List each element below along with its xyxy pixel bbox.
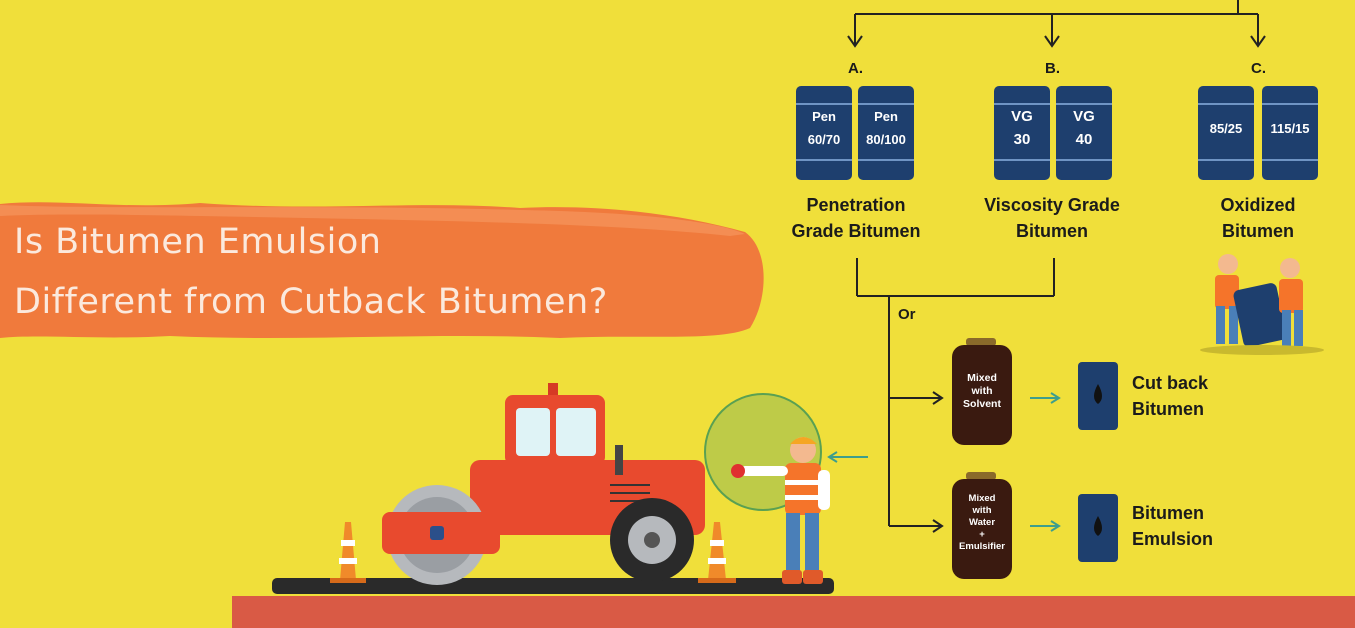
jar-emulsifier-line1: Mixed (968, 493, 996, 504)
road-band (232, 596, 1355, 628)
jar-solvent-line3: Solvent (963, 398, 1001, 410)
result-cutback: Cut back Bitumen (1132, 370, 1208, 422)
cone-right (698, 522, 736, 583)
result-arrows (827, 392, 1061, 532)
result-emulsion-line1: Bitumen (1132, 503, 1204, 523)
cone-left (330, 522, 366, 583)
drum-b2-line1: VG (1073, 108, 1095, 125)
asphalt-strip (272, 578, 834, 594)
headline-line-1: Is Bitumen Emulsion (14, 222, 382, 262)
drum-b2-line2: 40 (1075, 131, 1093, 148)
ab-connector (856, 258, 1055, 527)
drum-a2-line1: Pen (874, 109, 898, 124)
result-drum-emulsion (1078, 494, 1118, 562)
drums-c (1198, 86, 1318, 180)
caption-c-line2: Bitumen (1222, 221, 1294, 241)
jar-emulsifier-line4: + (979, 529, 985, 540)
category-a-letter: A. (848, 60, 863, 77)
result-emulsion: Bitumen Emulsion (1132, 500, 1213, 552)
drum-a2-line2: 80/100 (866, 132, 906, 147)
jar-solvent-line1: Mixed (967, 372, 997, 384)
worker-figure (731, 437, 830, 584)
drums-b (994, 86, 1112, 180)
caption-a-line2: Grade Bitumen (791, 221, 921, 241)
top-arrowheads (847, 35, 1266, 48)
drum-c2-label: 115/15 (1270, 121, 1310, 136)
caption-c: Oxidized Bitumen (1196, 192, 1320, 244)
drum-bands (796, 103, 1318, 161)
drum-a1-line1: Pen (812, 109, 836, 124)
caption-b-line2: Bitumen (1016, 221, 1088, 241)
top-connectors (854, 0, 1259, 44)
headline-banner (0, 202, 764, 338)
result-drum-cutback (1078, 362, 1118, 430)
workers-rolling-drum (1200, 254, 1324, 355)
caption-b: Viscosity Grade Bitumen (968, 192, 1136, 244)
caption-a: Penetration Grade Bitumen (776, 192, 936, 244)
caption-b-line1: Viscosity Grade (984, 195, 1120, 215)
branch-arrowheads (932, 391, 944, 533)
result-cutback-line2: Bitumen (1132, 399, 1204, 419)
drum-a1-line2: 60/70 (807, 132, 841, 147)
jar-emulsifier-text: Mixed with Water + Emulsifier (952, 493, 1012, 553)
jar-solvent-text: Mixed with Solvent (952, 372, 1012, 411)
road-roller (382, 383, 705, 585)
caption-a-line1: Penetration (806, 195, 906, 215)
jar-emulsifier-line3: Water (968, 517, 996, 528)
branch-or-label: Or (898, 306, 916, 323)
drum-b1-line1: VG (1011, 108, 1033, 125)
jar-emulsifier-line5: Emulsifier (959, 541, 1005, 552)
drum-c1-label: 85/25 (1209, 121, 1243, 136)
category-b-letter: B. (1045, 60, 1060, 77)
jar-solvent (952, 338, 1012, 445)
caption-c-line1: Oxidized (1220, 195, 1296, 215)
headline-line-2: Different from Cutback Bitumen? (14, 282, 608, 322)
drums-a (796, 86, 914, 180)
drum-b1-line2: 30 (1013, 131, 1031, 148)
jar-emulsifier-line2: with (972, 505, 992, 516)
result-cutback-line1: Cut back (1132, 373, 1209, 393)
result-emulsion-line2: Emulsion (1132, 529, 1214, 549)
category-c-letter: C. (1251, 60, 1266, 77)
jar-emulsifier (952, 472, 1012, 579)
jar-solvent-line2: with (971, 385, 993, 397)
